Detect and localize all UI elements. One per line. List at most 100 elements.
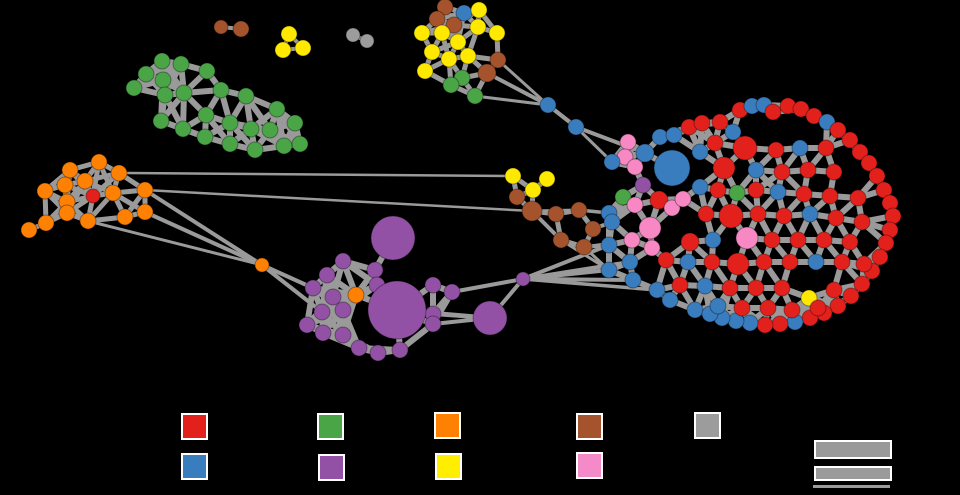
graph-node-red: [764, 103, 782, 121]
graph-node-blue: [696, 277, 714, 295]
graph-node-red: [767, 141, 785, 159]
graph-node-red: [747, 279, 765, 297]
graph-node-purple: [369, 344, 387, 362]
legend-swatch-green: [317, 413, 344, 440]
graph-node-red: [825, 281, 843, 299]
graph-node-yellow: [280, 25, 298, 43]
graph-node-purple: [634, 176, 652, 194]
graph-node-green: [728, 184, 746, 202]
graph-node-red: [697, 205, 715, 223]
graph-node-blue: [539, 96, 557, 114]
graph-node-green: [172, 55, 190, 73]
graph-node-green: [614, 188, 632, 206]
legend-swatch-gray: [694, 412, 721, 439]
graph-node-purple: [472, 300, 508, 336]
graph-node-purple: [424, 315, 442, 333]
graph-node-blue: [691, 178, 709, 196]
graph-node-green: [268, 100, 286, 118]
graph-node-blue: [686, 301, 704, 319]
graph-node-blue: [600, 236, 618, 254]
graph-node-brown: [508, 188, 526, 206]
graph-node-orange: [104, 184, 122, 202]
graph-node-orange: [90, 153, 108, 171]
graph-node-pink: [623, 231, 641, 249]
graph-node-blue: [603, 153, 621, 171]
graph-edge: [143, 210, 264, 267]
graph-node-red: [833, 253, 851, 271]
graph-node-pink: [619, 133, 637, 151]
graph-node-red: [792, 100, 810, 118]
graph-node-red: [749, 205, 767, 223]
graph-node-red: [733, 299, 751, 317]
graph-node-blue: [818, 113, 836, 131]
legend-swatch-blue: [181, 453, 208, 480]
graph-edge: [260, 263, 324, 314]
graph-node-green: [174, 120, 192, 138]
graph-node-red: [680, 232, 700, 252]
graph-node-red: [853, 275, 871, 293]
graph-edge: [260, 263, 315, 290]
graph-node-orange: [36, 182, 54, 200]
graph-node-green: [275, 137, 293, 155]
graph-edge: [450, 277, 525, 294]
graph-node-orange: [136, 203, 154, 221]
graph-node-green: [154, 71, 172, 89]
graph-node-blue: [603, 213, 621, 231]
graph-node-green: [212, 81, 230, 99]
graph-node-red: [795, 185, 813, 203]
graph-node-yellow: [469, 18, 487, 36]
graph-node-green: [198, 62, 216, 80]
graph-node-red: [759, 299, 777, 317]
graph-node-brown: [445, 16, 463, 34]
graph-node-orange: [56, 176, 74, 194]
graph-node-orange: [347, 286, 365, 304]
graph-node-brown: [477, 63, 497, 83]
graph-edge: [574, 125, 614, 164]
legend-swatch-yellow: [435, 453, 462, 480]
graph-node-orange: [76, 172, 94, 190]
graph-node-red: [815, 231, 833, 249]
graph-node-red: [841, 233, 859, 251]
graph-node-brown: [584, 220, 602, 238]
graph-node-red: [773, 279, 791, 297]
graph-node-red: [775, 207, 793, 225]
graph-node-pink: [674, 190, 692, 208]
graph-node-purple: [334, 252, 352, 270]
graph-node-blue: [624, 271, 642, 289]
graph-node-yellow: [440, 50, 458, 68]
graph-node-orange: [79, 212, 97, 230]
graph-node-green: [125, 79, 143, 97]
graph-node-red: [853, 213, 871, 231]
graph-node-blue: [769, 183, 787, 201]
graph-node-purple: [304, 279, 322, 297]
graph-node-red: [842, 287, 860, 305]
graph-node-pink: [663, 199, 681, 217]
graph-node-red: [755, 253, 773, 271]
graph-node-blue: [635, 143, 655, 163]
graph-node-green: [237, 87, 255, 105]
graph-node-orange: [110, 164, 128, 182]
graph-node-blue: [661, 291, 679, 309]
graph-node-yellow: [423, 43, 441, 61]
graph-node-orange: [37, 214, 55, 232]
graph-node-blue: [747, 161, 765, 179]
graph-node-green: [137, 65, 155, 83]
graph-node-red: [649, 190, 669, 210]
graph-node-purple: [515, 271, 531, 287]
graph-node-red: [711, 113, 729, 131]
graph-node-purple: [314, 324, 332, 342]
graph-node-brown: [552, 231, 570, 249]
graph-node-yellow: [274, 41, 292, 59]
graph-node-green: [442, 76, 460, 94]
graph-node-blue: [807, 253, 825, 271]
graph-node-green: [466, 87, 484, 105]
graph-node-brown: [436, 0, 454, 16]
edge-weight-bar-thick: [814, 440, 892, 459]
legend-swatch-purple: [318, 454, 345, 481]
graph-node-green: [261, 121, 279, 139]
graph-node-red: [783, 301, 801, 319]
graph-node-brown: [521, 200, 543, 222]
graph-node-yellow: [294, 39, 312, 57]
graph-node-purple: [298, 316, 316, 334]
